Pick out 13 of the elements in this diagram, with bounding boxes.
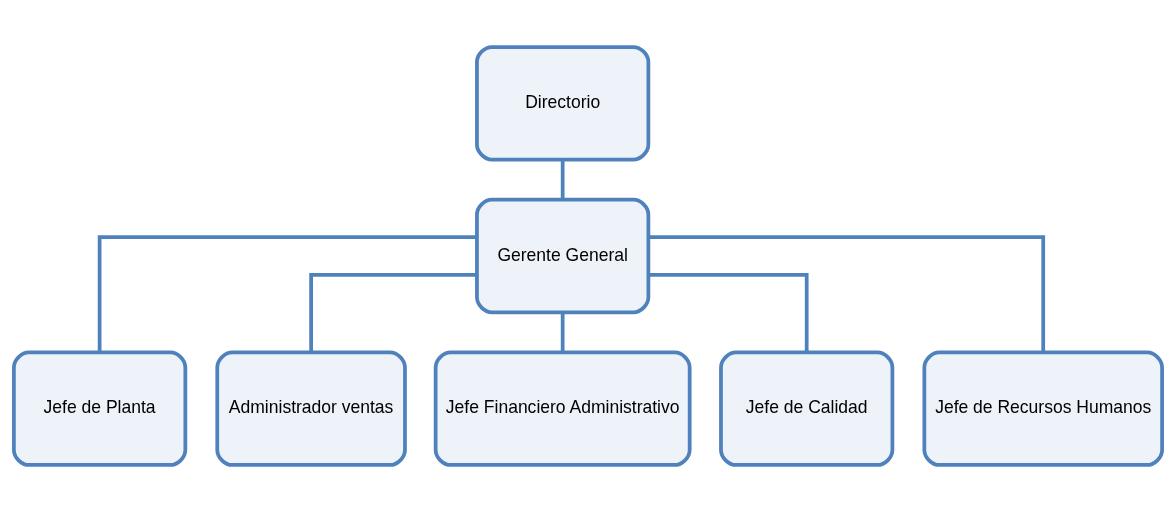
connector xyxy=(97,235,477,353)
node-box: Jefe de Calidad xyxy=(719,350,895,467)
node-box: Jefe Financiero Administrativo xyxy=(433,350,692,467)
node-box: Administrador ventas xyxy=(215,350,407,467)
connector xyxy=(560,312,565,352)
connector xyxy=(648,272,809,353)
node-box: Jefe de Recursos Humanos xyxy=(922,350,1164,467)
connector xyxy=(560,159,565,200)
connector xyxy=(309,272,477,353)
node-box: Jefe de Planta xyxy=(12,350,188,467)
connector xyxy=(648,235,1046,353)
node-box: Gerente General xyxy=(475,197,651,315)
node-box: Directorio xyxy=(475,45,651,162)
